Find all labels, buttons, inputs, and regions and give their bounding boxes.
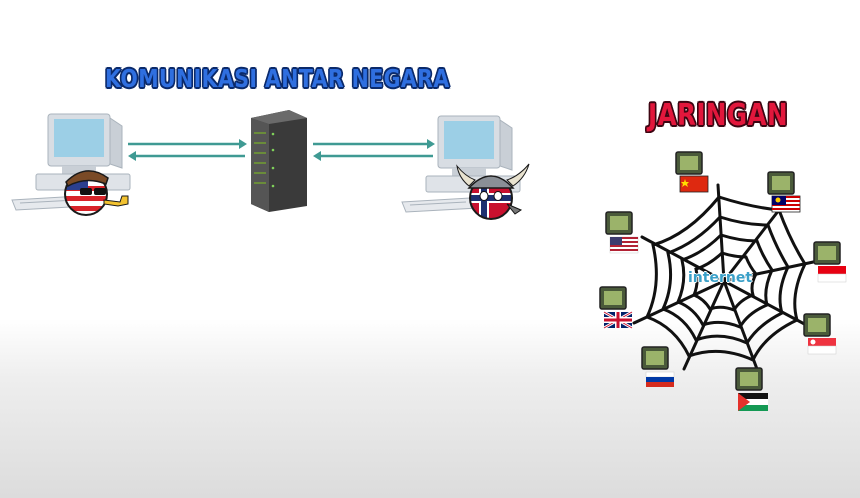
komunikasi-title: KOMUNIKASI ANTAR NEGARA (105, 64, 450, 93)
internet-label: internet (688, 270, 753, 286)
server-rack-icon (251, 110, 307, 212)
indonesia-computer-node-icon (813, 241, 847, 283)
jaringan-title: JARINGAN (648, 98, 788, 133)
russia-computer-node-icon (641, 346, 675, 387)
uk-computer-node-icon (599, 286, 633, 330)
palestine-computer-node-icon (735, 367, 768, 411)
singapore-computer-node-icon (803, 313, 837, 355)
malaysia-computer-node-icon (767, 171, 801, 213)
norway-countryball-icon (456, 163, 530, 220)
usa-computer-node-icon (605, 211, 639, 254)
spider-web-icon (632, 183, 820, 379)
china-computer-node-icon (675, 151, 709, 193)
usa-countryball-icon (64, 170, 129, 216)
left-arrows-icon (128, 139, 247, 161)
right-arrows-icon (313, 139, 435, 161)
